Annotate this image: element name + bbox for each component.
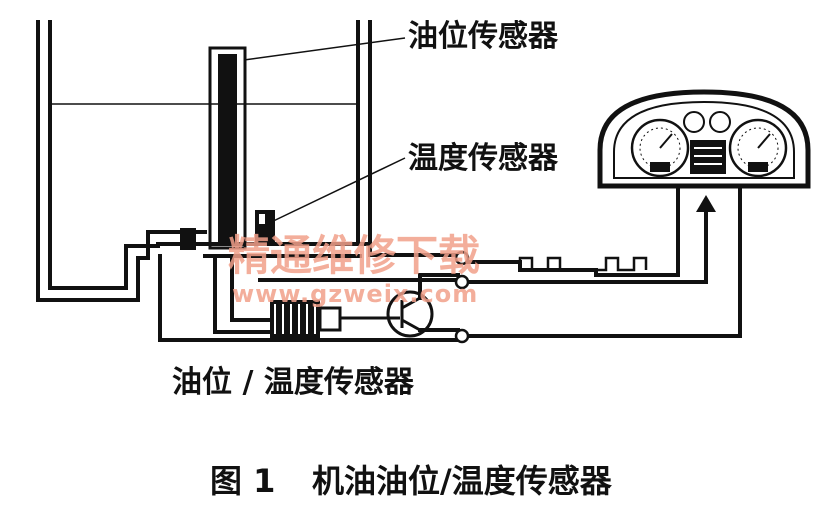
figure-title: 机油油位/温度传感器 xyxy=(312,462,613,500)
signal-arrow xyxy=(696,195,716,240)
label-temperature-sensor: 温度传感器 xyxy=(408,141,559,176)
oil-sump xyxy=(36,20,372,302)
watermark-text: 精通维修下载 xyxy=(228,231,480,280)
watermark-url: www.gzweix.com xyxy=(232,280,478,308)
oil-level-sensor-element xyxy=(208,46,247,250)
signal-pulses xyxy=(518,256,648,272)
leader-lines xyxy=(243,37,406,226)
terminals xyxy=(454,250,470,344)
instrument-cluster xyxy=(597,89,811,189)
sensor-electronics xyxy=(270,290,434,338)
watermark: 精通维修下载 www.gzweix.com xyxy=(228,231,480,308)
figure-number: 图 1 xyxy=(210,462,275,500)
label-oil-level-sensor: 油位传感器 xyxy=(408,19,559,54)
connector-block xyxy=(180,228,196,250)
label-combined-sensor: 油位 / 温度传感器 xyxy=(172,365,415,400)
temperature-sensor-element xyxy=(255,210,275,246)
